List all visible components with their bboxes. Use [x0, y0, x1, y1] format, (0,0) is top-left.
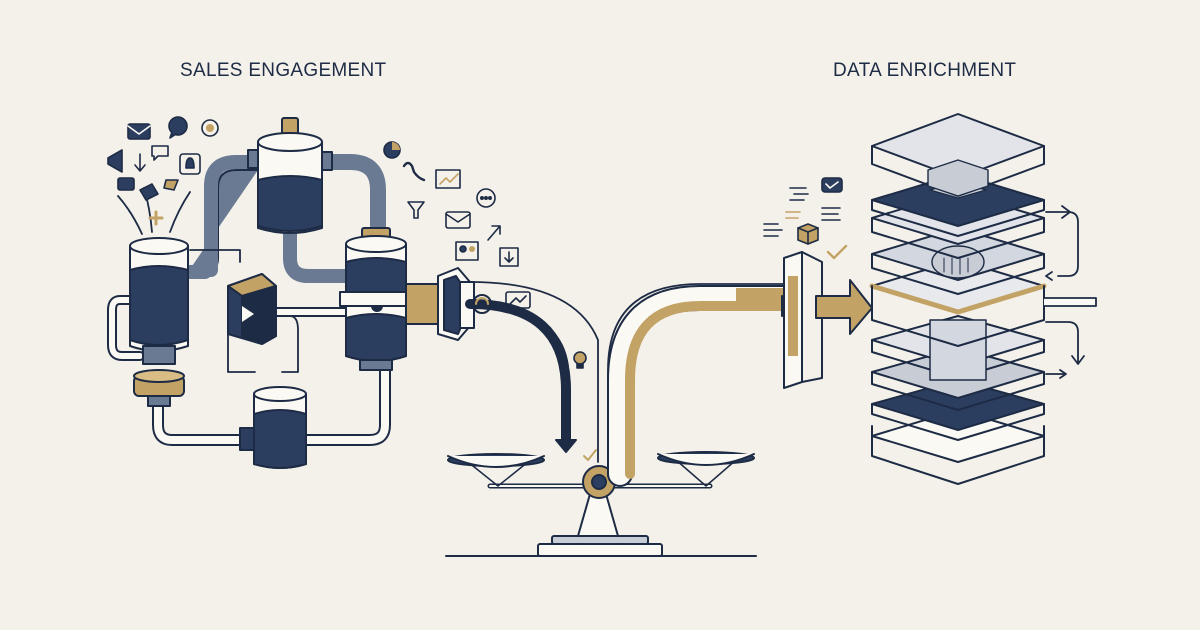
megaphone-icon — [107, 149, 123, 173]
gold-arrow — [815, 279, 873, 335]
list-icon — [821, 207, 841, 221]
chat-icon — [168, 116, 188, 139]
balance-scale — [445, 451, 757, 557]
floating-icons-left — [107, 116, 587, 369]
pie-chart-icon — [383, 141, 401, 159]
layer — [871, 227, 1045, 295]
sales-engagement-heading: SALES ENGAGEMENT — [180, 60, 387, 81]
tank-b — [247, 117, 333, 234]
arrow-down-icon — [134, 153, 146, 172]
layer-top — [871, 113, 1045, 197]
email-icon — [445, 211, 471, 229]
gateway-panel — [783, 251, 823, 389]
download-icon — [499, 247, 519, 267]
filter-icon — [407, 201, 425, 219]
chat-icon — [821, 177, 843, 193]
bell-icon — [179, 153, 201, 175]
layer — [871, 315, 1045, 381]
floating-icons-right — [763, 177, 848, 260]
data-enrichment-heading: DATA ENRICHMENT — [833, 60, 1017, 81]
sales-engagement-machine — [107, 117, 475, 469]
cube-icon — [797, 223, 819, 245]
chat-icon — [201, 119, 219, 137]
lightbulb-icon — [573, 351, 587, 369]
chat-icon — [151, 145, 169, 161]
loader-icon — [472, 294, 492, 314]
check-icon — [826, 244, 848, 260]
flow-arcs — [465, 281, 803, 487]
phone-icon — [402, 161, 426, 182]
tank-a — [129, 237, 189, 365]
side-loop-arrows — [1043, 205, 1097, 379]
data-layer-stack — [869, 113, 1047, 485]
play-box — [227, 273, 277, 345]
email-icon — [127, 123, 151, 140]
people-icon — [455, 241, 479, 261]
funnel-nozzle — [437, 267, 475, 341]
layer-gold — [869, 259, 1047, 347]
tank-d — [239, 386, 307, 469]
gold-valve — [133, 369, 185, 407]
list-icon — [763, 223, 783, 237]
list-icon — [789, 187, 809, 201]
more-icon — [476, 188, 496, 208]
gold-connector — [405, 283, 439, 325]
list-icon — [785, 211, 801, 219]
document-icon — [117, 177, 135, 191]
play-icon — [242, 306, 254, 322]
arrow-up-right-icon — [487, 225, 501, 241]
plus-icon — [148, 210, 164, 226]
tag-icon — [163, 179, 179, 191]
envelope-icon — [139, 183, 159, 201]
trend-chart-icon — [435, 169, 461, 189]
tank-c — [339, 227, 413, 371]
pipe-network — [107, 154, 391, 446]
